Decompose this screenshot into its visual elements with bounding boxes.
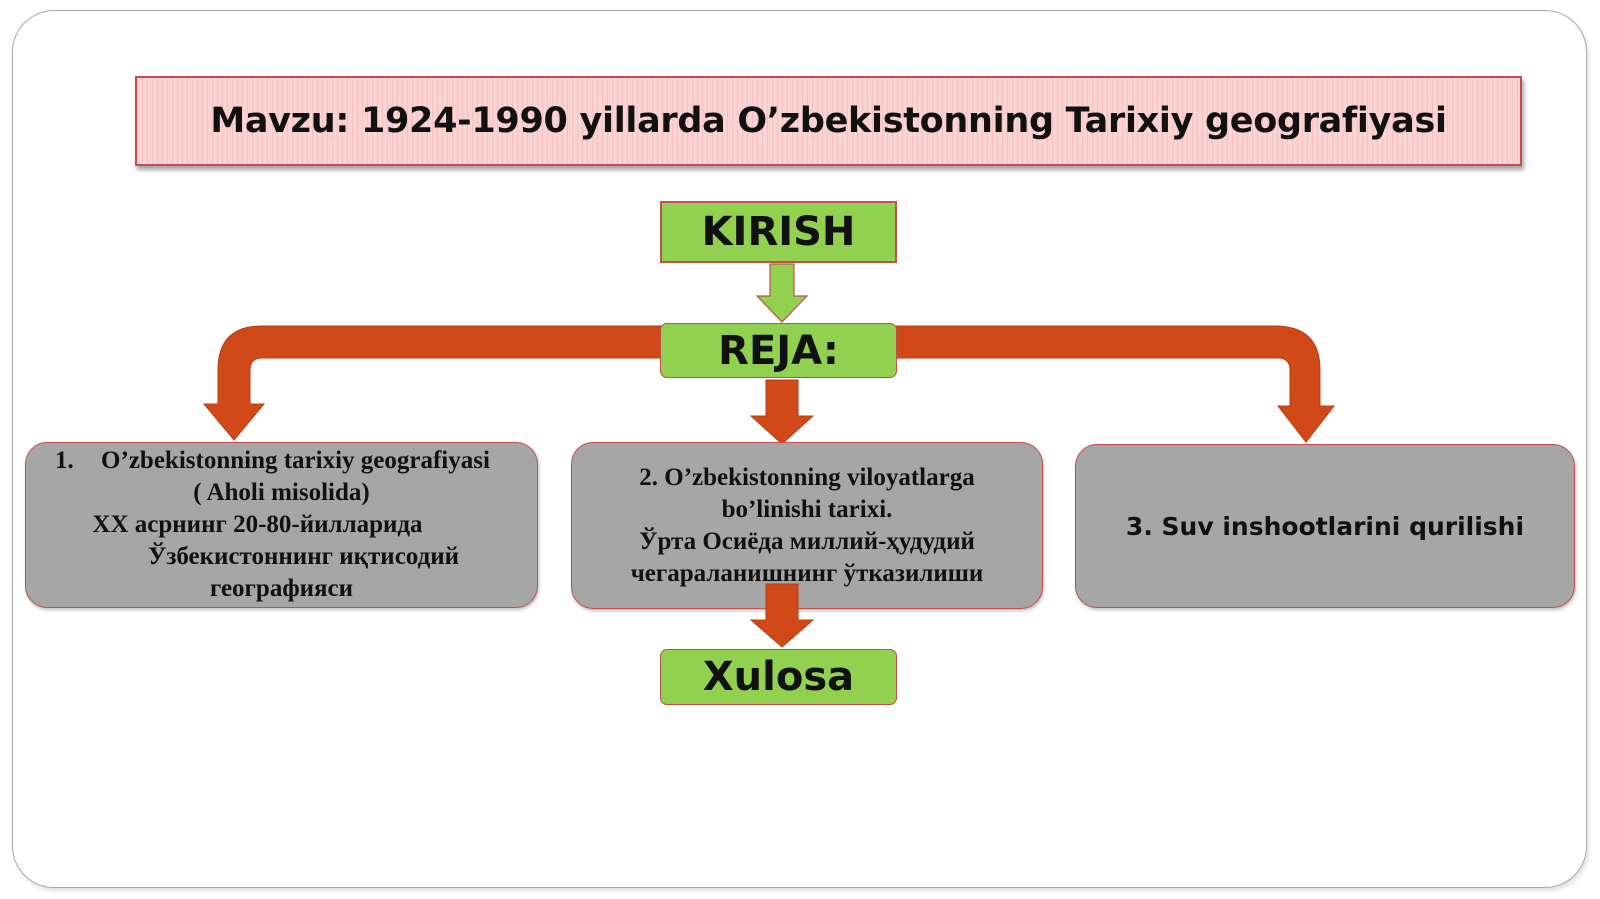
center-down-arrow [749,379,815,445]
plan-item-2-line-3: Ўрта Осиёда миллий-ҳудудий [639,527,975,555]
right-curved-arrow [894,325,1336,443]
plan-item-2-line-4: чегараланишнинг ўтказилиши [630,559,984,587]
plan-item-2: 2. O’zbekistonning viloyatlarga bo’linis… [571,442,1043,609]
plan-item-3-line-1: 3. Suv inshootlarini qurilishi [1125,511,1525,541]
plan-item-1-line-5: географияси [209,575,354,602]
xulosa-down-arrow [749,583,815,648]
plan-item-1-line-3: XX асрнинг 20-80-йилларида [92,511,423,538]
xulosa-box: Xulosa [660,649,897,705]
plan-item-2-line-2: bo’linishi tarixi. [721,495,893,523]
plan-item-1-number: 1. [55,447,74,474]
green-down-arrow [755,263,809,323]
plan-item-3: 3. Suv inshootlarini qurilishi [1075,444,1575,608]
kirish-box: KIRISH [660,201,897,263]
plan-item-1: 1.O’zbekistonning tarixiy geografiyasi (… [25,442,538,608]
plan-item-1-line-1: 1.O’zbekistonning tarixiy geografiyasi [55,445,490,477]
plan-item-2-line-1: 2. O’zbekistonning viloyatlarga [639,463,975,491]
plan-item-1-line-2: ( Aholi misolida) [193,479,370,506]
left-curved-arrow [202,325,663,441]
topic-title: Mavzu: 1924-1990 yillarda O’zbekistonnin… [135,76,1522,166]
reja-box: REJA: [660,323,897,378]
plan-item-1-line-4: Ўзбекистоннинг иқтисодий [147,543,460,570]
